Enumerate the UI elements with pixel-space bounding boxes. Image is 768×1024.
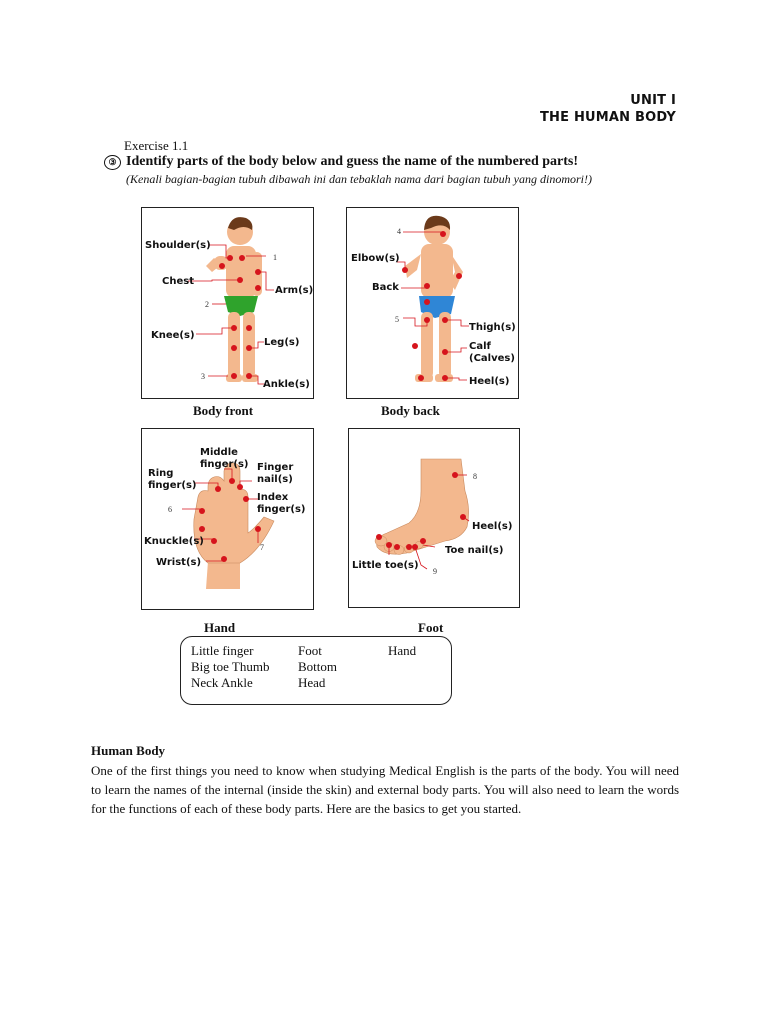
- exercise-instruction: ③ Identify parts of the body below and g…: [104, 154, 578, 170]
- label-ankle: Ankle(s): [263, 379, 310, 390]
- label-middle-finger: finger(s): [200, 459, 249, 470]
- number-3: 3: [201, 372, 205, 381]
- instruction-text: Identify parts of the body below and gue…: [126, 154, 578, 170]
- number-2: 2: [205, 300, 209, 309]
- label-calf: Calf: [469, 341, 492, 352]
- label-heel: Heel(s): [472, 521, 512, 532]
- exercise-label: Exercise 1.1: [124, 138, 188, 154]
- caption-foot: Foot: [418, 620, 443, 636]
- label-thigh: Thigh(s): [469, 322, 516, 333]
- label-ring: Ring: [148, 468, 173, 479]
- number-4: 4: [397, 227, 401, 236]
- word-item: Hand: [388, 643, 416, 659]
- label-heel: Heel(s): [469, 376, 509, 387]
- unit-title: THE HUMAN BODY: [540, 109, 676, 126]
- label-finger: Finger: [257, 462, 293, 473]
- label-knuckle: Knuckle(s): [144, 536, 204, 547]
- number-1: 1: [273, 253, 277, 262]
- word-item: Head: [298, 675, 325, 691]
- label-calves: (Calves): [469, 353, 515, 364]
- caption-body-front: Body front: [193, 403, 253, 419]
- word-item: Little finger: [191, 643, 253, 659]
- number-6: 6: [168, 505, 172, 514]
- label-ring-finger: finger(s): [148, 480, 197, 491]
- section-paragraph: One of the first things you need to know…: [91, 761, 679, 818]
- caption-body-back: Body back: [381, 403, 440, 419]
- label-wrist: Wrist(s): [156, 557, 201, 568]
- label-finger-nail: nail(s): [257, 474, 293, 485]
- word-item: Bottom: [298, 659, 337, 675]
- label-knee: Knee(s): [151, 330, 195, 341]
- label-little-toe: Little toe(s): [352, 560, 419, 571]
- label-index-finger: finger(s): [257, 504, 306, 515]
- numbered-circle-icon: ③: [104, 155, 121, 170]
- number-5: 5: [395, 315, 399, 324]
- label-shoulder: Shoulder(s): [145, 240, 211, 251]
- word-item: Neck Ankle: [191, 675, 253, 691]
- caption-hand: Hand: [204, 620, 235, 636]
- label-back: Back: [372, 282, 399, 293]
- body-back-figure: Elbow(s) Back Thigh(s) Calf (Calves) Hee…: [346, 207, 519, 399]
- number-9: 9: [433, 567, 437, 576]
- label-leg: Leg(s): [264, 337, 299, 348]
- unit-number: UNIT I: [540, 92, 676, 109]
- label-index: Index: [257, 492, 289, 503]
- label-middle: Middle: [200, 447, 238, 458]
- label-elbow: Elbow(s): [351, 253, 400, 264]
- number-8: 8: [473, 472, 477, 481]
- word-item: Foot: [298, 643, 322, 659]
- body-front-figure: Shoulder(s) Chest Arm(s) Knee(s) Leg(s) …: [141, 207, 314, 399]
- label-chest: Chest: [162, 276, 194, 287]
- word-item: Big toe Thumb: [191, 659, 269, 675]
- unit-heading: UNIT I THE HUMAN BODY: [540, 92, 676, 126]
- label-toe-nail: Toe nail(s): [445, 545, 503, 556]
- instruction-translation: (Kenali bagian-bagian tubuh dibawah ini …: [126, 172, 592, 187]
- word-bank: Little finger Foot Hand Big toe Thumb Bo…: [180, 636, 452, 705]
- hand-figure: Middle finger(s) Ring finger(s) Finger n…: [141, 428, 314, 610]
- label-arm: Arm(s): [275, 285, 313, 296]
- number-7: 7: [260, 543, 264, 552]
- foot-figure: Heel(s) Toe nail(s) Little toe(s) 8 9: [348, 428, 520, 608]
- section-title: Human Body: [91, 743, 165, 759]
